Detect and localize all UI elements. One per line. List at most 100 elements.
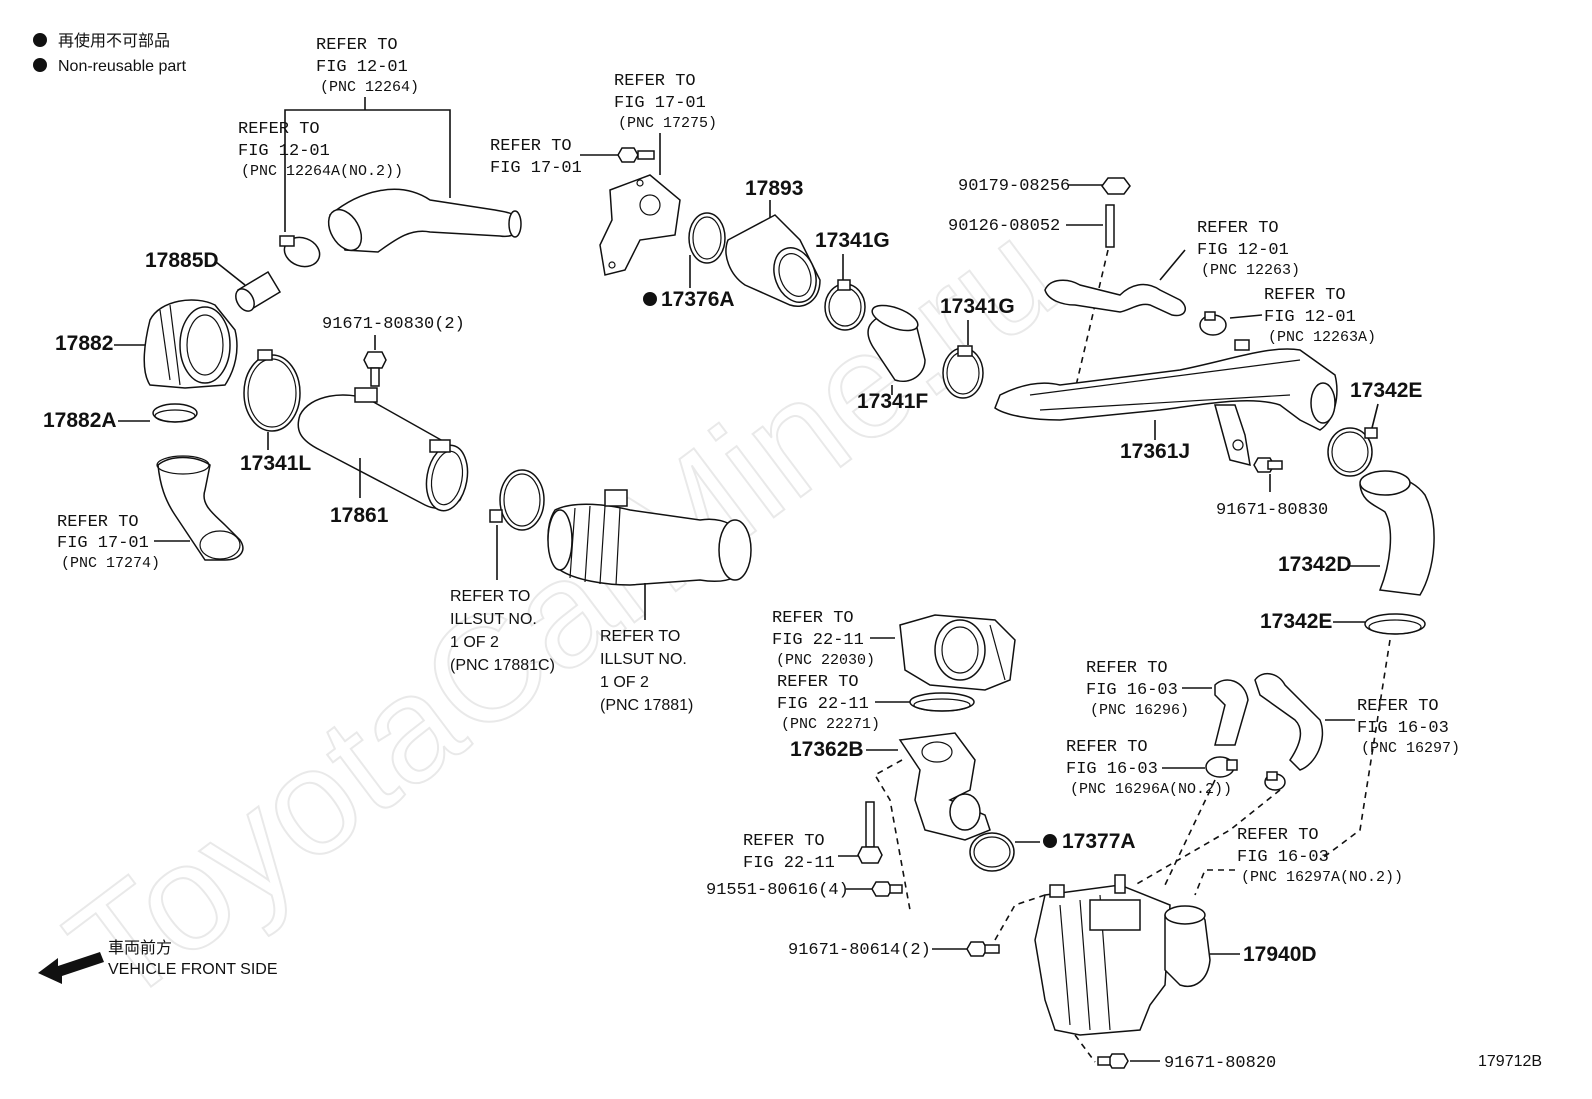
svg-text:REFER TO: REFER TO (614, 72, 696, 91)
part-17342e: 17342E (1260, 610, 1332, 633)
ref-pnc-17274: REFER TO FIG 17-01 (PNC 17274) (57, 513, 160, 572)
ref-pnc-12264a: REFER TO FIG 12-01 (PNC 12264A(NO.2)) (238, 120, 403, 180)
clamp-part (1264, 771, 1286, 791)
svg-text:FIG 22-11: FIG 22-11 (743, 854, 835, 873)
svg-text:REFER TO: REFER TO (316, 36, 398, 55)
direction-jp: 車両前方 (108, 939, 172, 957)
svg-text:REFER TO: REFER TO (490, 137, 572, 156)
ref-pnc-16297: REFER TO FIG 16-03 (PNC 16297) (1357, 697, 1460, 757)
svg-text:(PNC 16297): (PNC 16297) (1361, 740, 1460, 757)
dashed-guide-line (1319, 639, 1391, 861)
part-17341l: 17341L (240, 452, 311, 475)
bolt-part (871, 881, 903, 897)
svg-text:(PNC 22271): (PNC 22271) (781, 716, 880, 733)
bolt-part (966, 941, 1000, 957)
gasket-part (969, 832, 1015, 872)
svg-text:1 OF 2: 1 OF 2 (450, 634, 499, 651)
leader-line (1229, 314, 1263, 319)
part-17377a: 17377A (1062, 830, 1136, 853)
bolt-part (1253, 457, 1283, 473)
svg-text:REFER TO: REFER TO (600, 628, 680, 645)
throttle-adapter-part (898, 732, 991, 841)
non-reusable-dot-icon (1043, 834, 1057, 848)
part-17861: 17861 (330, 504, 389, 527)
ref-fig-22-11: REFER TO FIG 22-11 (743, 832, 835, 873)
part-17882a: 17882A (43, 409, 117, 432)
ref-pnc-22271: REFER TO FIG 22-11 (PNC 22271) (777, 673, 880, 733)
svg-text:FIG 22-11: FIG 22-11 (772, 631, 864, 650)
svg-text:(PNC 17275): (PNC 17275) (618, 115, 717, 132)
svg-text:(PNC 22030): (PNC 22030) (776, 652, 875, 669)
non-reusable-dot-icon (643, 292, 657, 306)
front-arrow-icon (38, 952, 104, 984)
nut-part (1101, 177, 1131, 195)
air-cleaner-hose-part (297, 387, 469, 512)
non-reusable-dot-icon (33, 58, 47, 72)
clamp-part (1205, 756, 1238, 778)
part-17342d: 17342D (1278, 553, 1352, 576)
leader-line (284, 109, 451, 232)
svg-text:(PNC 16296): (PNC 16296) (1090, 702, 1189, 719)
dashed-guide-line (1164, 779, 1216, 886)
ref-pnc-16297a: REFER TO FIG 16-03 (PNC 16297A(NO.2)) (1237, 826, 1403, 886)
direction-en: VEHICLE FRONT SIDE (108, 961, 278, 978)
svg-text:(PNC 16297A(NO.2)): (PNC 16297A(NO.2)) (1241, 869, 1403, 886)
ref-pnc-17275: REFER TO FIG 17-01 (PNC 17275) (614, 72, 717, 132)
legend-jp: 再使用不可部品 (58, 32, 170, 50)
clamp-part (279, 235, 321, 268)
dashed-guide-line (994, 894, 1046, 941)
dashed-guide-line (1074, 249, 1109, 391)
part-90126-08052: 90126-08052 (948, 217, 1060, 236)
leader-line (1159, 249, 1186, 281)
svg-text:(PNC 16296A(NO.2)): (PNC 16296A(NO.2)) (1070, 781, 1232, 798)
svg-text:FIG 22-11: FIG 22-11 (777, 695, 869, 714)
dashed-guide-line (1074, 1034, 1096, 1063)
clamp-part (942, 345, 984, 399)
part-17341f: 17341F (857, 390, 928, 413)
water-hose-part (1254, 673, 1324, 771)
water-hose-part (1044, 279, 1187, 317)
svg-text:(PNC 17881): (PNC 17881) (600, 697, 693, 714)
svg-text:1 OF 2: 1 OF 2 (600, 674, 649, 691)
figure-id: 179712B (1478, 1053, 1542, 1070)
svg-text:REFER TO: REFER TO (772, 609, 854, 628)
leader-line (215, 261, 246, 286)
gasket-part (688, 212, 726, 264)
ref-pnc-12263: REFER TO FIG 12-01 (PNC 12263) (1197, 219, 1300, 279)
ref-pnc-22030: REFER TO FIG 22-11 (PNC 22030) (772, 609, 875, 669)
svg-text:REFER TO: REFER TO (1237, 826, 1319, 845)
gasket-part (909, 692, 975, 712)
svg-text:ILLSUT NO.: ILLSUT NO. (600, 651, 687, 668)
ref-pnc-17881c: REFER TO ILLSUT NO. 1 OF 2 (PNC 17881C) (450, 588, 555, 674)
part-91671-80830-2: 91671-80830(2) (322, 315, 465, 334)
svg-text:FIG 16-03: FIG 16-03 (1357, 719, 1449, 738)
clamp-part (152, 403, 198, 423)
part-17342e: 17342E (1350, 379, 1422, 402)
part-17361j: 17361J (1120, 440, 1190, 463)
part-17885d: 17885D (145, 249, 219, 272)
clamp-part (1327, 427, 1378, 477)
intake-pipe-part (725, 214, 821, 307)
bellows-hose-part (547, 489, 752, 586)
clamp-part (1364, 613, 1426, 635)
svg-text:FIG 17-01: FIG 17-01 (490, 159, 582, 178)
svg-text:FIG 12-01: FIG 12-01 (238, 142, 330, 161)
svg-text:REFER TO: REFER TO (57, 513, 139, 532)
svg-text:FIG 12-01: FIG 12-01 (1264, 308, 1356, 327)
part-17341g: 17341G (815, 229, 890, 252)
hose-part (867, 304, 926, 382)
clamp-part (489, 469, 545, 531)
part-90179-08256: 90179-08256 (958, 177, 1070, 196)
svg-text:REFER TO: REFER TO (743, 832, 825, 851)
svg-text:FIG 17-01: FIG 17-01 (614, 94, 706, 113)
intake-bracket-part (599, 174, 681, 276)
leader-line (1371, 403, 1379, 429)
svg-text:REFER TO: REFER TO (1197, 219, 1279, 238)
dashed-guide-line (873, 759, 911, 911)
svg-text:FIG 16-03: FIG 16-03 (1237, 848, 1329, 867)
stud-part (1105, 204, 1115, 248)
svg-text:REFER TO: REFER TO (1066, 738, 1148, 757)
water-hose-part (1214, 679, 1249, 746)
svg-text:REFER TO: REFER TO (450, 588, 530, 605)
